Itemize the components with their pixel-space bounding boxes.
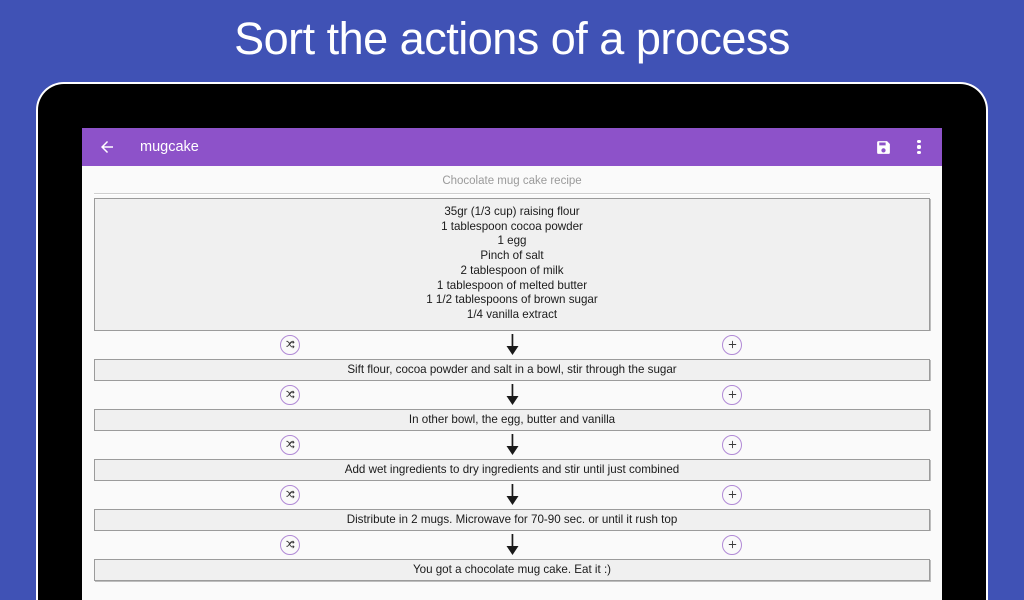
app-bar-actions [872,136,930,158]
shuffle-button[interactable] [280,384,300,405]
tablet-frame: mugcake Chocolate mug cake recipe 35gr (… [38,84,986,600]
down-arrow-icon [82,533,942,556]
plus-icon [722,334,742,355]
step-connector [82,480,942,509]
down-arrow-icon [82,383,942,406]
ingredient-item: 1 tablespoon of melted butter [436,278,588,292]
step-connector [82,380,942,409]
shuffle-icon [280,384,300,405]
add-step-button[interactable] [722,434,742,455]
step-connector [82,430,942,459]
shuffle-button[interactable] [280,334,300,355]
shuffle-icon [280,434,300,455]
ingredient-item: 35gr (1/3 cup) raising flour [444,205,580,218]
promo-headline: Sort the actions of a process [234,13,790,64]
tablet-screen: mugcake Chocolate mug cake recipe 35gr (… [82,128,942,600]
shuffle-button[interactable] [280,434,300,455]
step-item[interactable]: In other bowl, the egg, butter and vanil… [94,408,930,431]
shuffle-icon [280,534,300,555]
ingredient-item: 1 1/2 tablespoons of brown sugar [426,293,598,307]
down-arrow-icon [82,433,942,456]
step-item[interactable]: Sift flour, cocoa powder and salt in a b… [94,358,930,381]
step-item[interactable]: Distribute in 2 mugs. Microwave for 70-9… [94,508,930,531]
back-arrow-icon[interactable] [94,134,120,160]
step-item[interactable]: Add wet ingredients to dry ingredients a… [94,458,930,481]
app-bar-title: mugcake [140,139,199,155]
ingredient-item: Pinch of salt [480,249,544,263]
overflow-menu-icon[interactable] [908,139,930,155]
plus-icon [722,384,742,405]
plus-icon [722,484,742,505]
down-arrow-icon [82,483,942,506]
ingredient-item: 1 tablespoon cocoa powder [441,219,583,233]
step-connector [82,530,942,559]
add-step-button[interactable] [722,384,742,405]
ingredient-item: 2 tablespoon of milk [460,263,564,277]
title-divider [94,193,930,195]
step-connector [82,330,942,359]
ingredient-item: 1 egg [497,234,527,248]
add-step-button[interactable] [722,484,742,505]
add-step-button[interactable] [722,534,742,555]
ingredients-box[interactable]: 35gr (1/3 cup) raising flour 1 tablespoo… [94,198,930,331]
ingredient-item: 1/4 vanilla extract [466,307,558,321]
shuffle-icon [280,484,300,505]
shuffle-button[interactable] [280,534,300,555]
down-arrow-icon [82,333,942,356]
recipe-content: Chocolate mug cake recipe 35gr (1/3 cup)… [82,166,942,600]
app-bar: mugcake [82,128,942,166]
add-step-button[interactable] [722,334,742,355]
step-item[interactable]: You got a chocolate mug cake. Eat it :) [94,558,930,581]
plus-icon [722,534,742,555]
plus-icon [722,434,742,455]
shuffle-button[interactable] [280,484,300,505]
shuffle-icon [280,334,300,355]
save-icon[interactable] [872,136,894,158]
recipe-title-label: Chocolate mug cake recipe [442,175,582,187]
